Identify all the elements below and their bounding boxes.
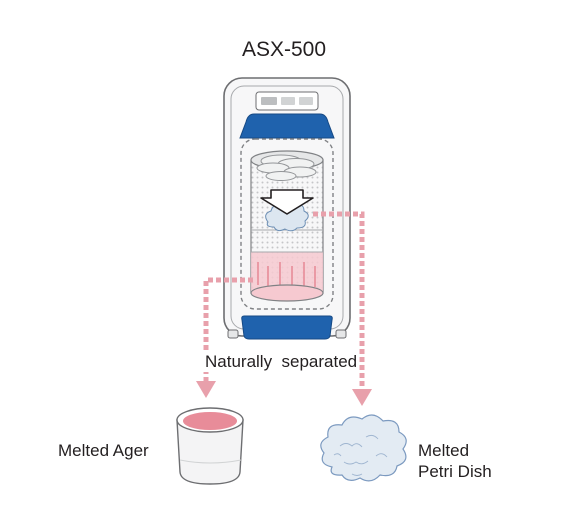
melted-agar-label: Melted Ager bbox=[58, 441, 149, 460]
diagram-title: ASX-500 bbox=[241, 38, 327, 61]
melted-petri-label-line2: Petri Dish bbox=[418, 462, 492, 481]
melted-petri-label-line1: Melted bbox=[418, 441, 470, 460]
flow-path-petri bbox=[313, 211, 372, 406]
flow-path-agar bbox=[196, 277, 253, 398]
cylinder-container bbox=[250, 150, 324, 302]
dashed-compartment bbox=[240, 138, 334, 310]
melted-agar-container bbox=[176, 407, 244, 485]
asx-500-machine bbox=[223, 77, 351, 340]
agar-drips bbox=[257, 262, 316, 289]
separation-label: Naturally separated bbox=[203, 352, 360, 372]
down-arrow bbox=[260, 189, 314, 215]
control-panel bbox=[255, 91, 319, 111]
melted-petri-texture bbox=[333, 434, 388, 476]
melted-petri-blob bbox=[320, 414, 407, 482]
top-blue-band bbox=[239, 113, 335, 139]
bottom-blue-base bbox=[241, 315, 333, 340]
stacked-petri-dishes bbox=[256, 154, 317, 181]
